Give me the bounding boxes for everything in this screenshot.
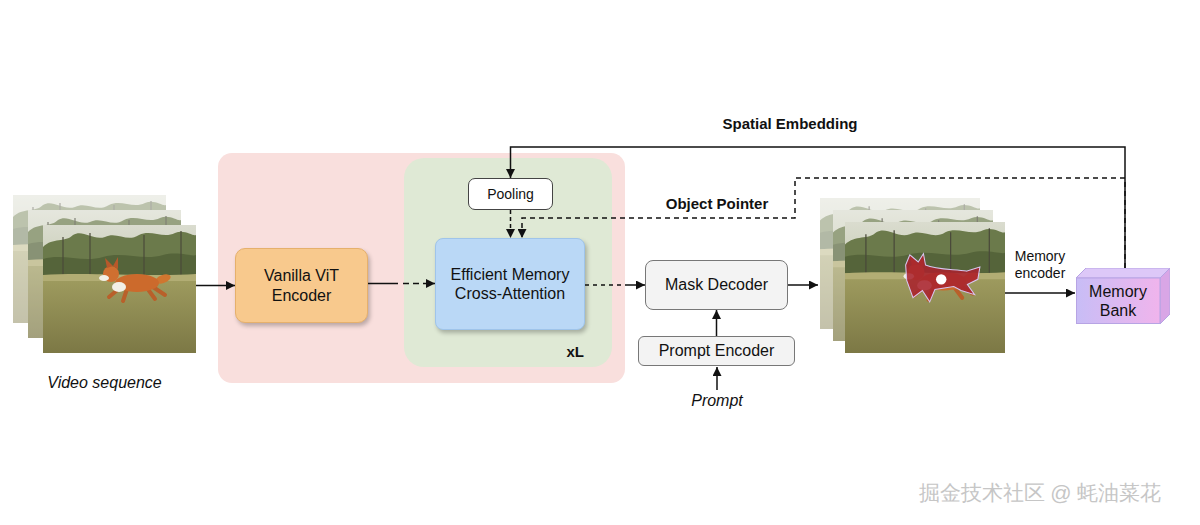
- output-frames: [820, 198, 1005, 353]
- connector: [716, 310, 718, 336]
- repeat-band: xL PoolingEfficient Memory Cross-Attentio…: [404, 158, 612, 367]
- encoder-region: [218, 153, 625, 383]
- node-text: Mask Decoder: [665, 275, 768, 294]
- output-frame: [845, 222, 1005, 353]
- memory-encoder-arrow: [1005, 292, 1075, 294]
- mask-shape: [906, 254, 980, 302]
- node-text: Prompt Encoder: [659, 341, 775, 360]
- node-text: xL: [566, 343, 584, 361]
- encoder-box: Vanilla ViT Encoder: [235, 248, 368, 323]
- node-text: Video sequence: [13, 373, 196, 392]
- attention-box: Efficient Memory Cross-Attention: [435, 238, 585, 330]
- decoder-box: Mask Decoder: [645, 260, 788, 310]
- bank-top: [1076, 268, 1170, 278]
- output-arrow: [788, 284, 818, 286]
- pooling-box: Pooling: [468, 178, 553, 210]
- video-frames: Video sequence: [13, 195, 196, 353]
- prompt-encoder-box: Prompt Encoder: [638, 336, 795, 366]
- click-point: [936, 274, 946, 284]
- edge-label: Spatial Embedding: [722, 115, 857, 133]
- input-label: Prompt: [691, 391, 743, 410]
- bank-side: [1160, 268, 1170, 324]
- node-text: Memory Bank: [1076, 278, 1160, 324]
- segmentation-mask: [906, 254, 980, 302]
- node-text: Vanilla ViT Encoder: [244, 266, 359, 304]
- video-frame: [43, 225, 196, 353]
- prompt-arrow: [716, 367, 718, 390]
- node-text: Efficient Memory Cross-Attention: [448, 265, 572, 303]
- edge-label: Object Pointer: [666, 195, 769, 213]
- memory-bank: Memory Bank: [1076, 268, 1170, 324]
- connector: [196, 285, 235, 287]
- bank-front: [1077, 278, 1161, 324]
- node-text: Pooling: [487, 186, 534, 203]
- arrow-label: Memory encoder: [1005, 248, 1075, 282]
- watermark: 掘金技术社区 @ 蚝油菜花: [919, 480, 1162, 505]
- input-frames: [13, 195, 196, 353]
